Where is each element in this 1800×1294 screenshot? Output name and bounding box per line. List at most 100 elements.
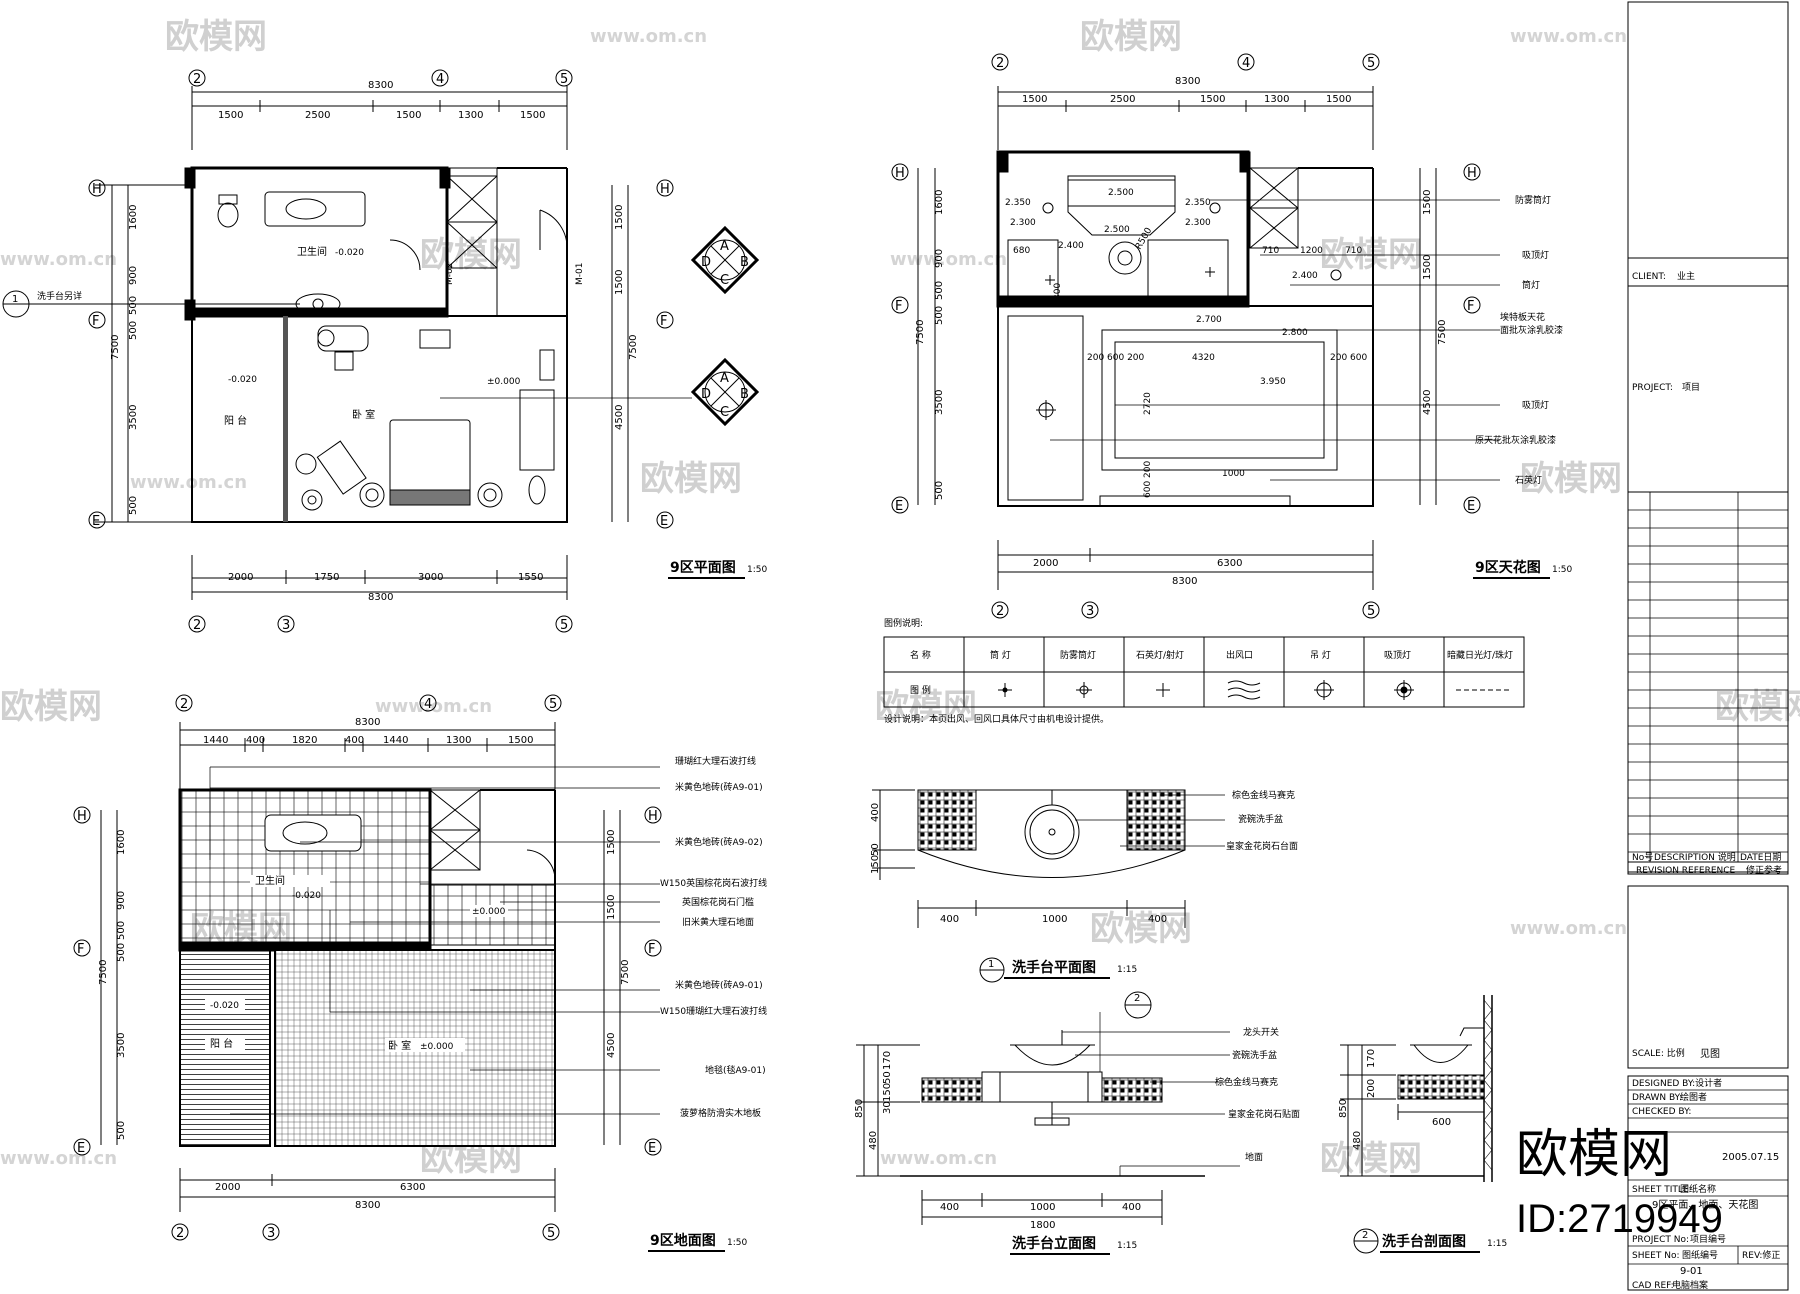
dim: 1500 xyxy=(508,735,533,746)
grid-bubble-E: E xyxy=(648,1141,656,1156)
dim-total-left: 7500 xyxy=(98,960,109,985)
drawing-title: 洗手台立面图 xyxy=(1012,1235,1096,1252)
tb-scale-label: SCALE: 比例 xyxy=(1632,1047,1685,1059)
dim: 400 xyxy=(1148,914,1167,925)
annotation: 吸顶灯 xyxy=(1522,400,1549,411)
dim: 1500 xyxy=(218,110,243,121)
sink-label: 地面 xyxy=(1245,1151,1263,1163)
legend-column: 吸顶灯 xyxy=(1384,650,1411,661)
level: 2.400 xyxy=(1292,271,1318,281)
watermark-logo: 欧模网 ID:2719949 xyxy=(1516,1126,1723,1241)
dim: 1000 xyxy=(1042,914,1067,925)
tb-sheet-no: 9-01 xyxy=(1680,1266,1703,1277)
level: 2.500 xyxy=(1108,188,1134,198)
tb-checked: CHECKED BY: xyxy=(1632,1107,1691,1117)
watermark-site: www.om.cn xyxy=(880,1148,997,1169)
dim: 200 600 200 xyxy=(1087,353,1145,363)
grid-bubble-3: 3 xyxy=(1086,604,1094,619)
grid-bubble-H: H xyxy=(648,809,658,824)
flooring-label: 旧米黄大理石地面 xyxy=(682,916,754,928)
door-tag: M-02 xyxy=(445,263,455,285)
tb-rev-date: DATE日期 xyxy=(1740,852,1781,863)
dim: 3000 xyxy=(418,572,443,583)
dim: 500 xyxy=(934,481,945,500)
title-block: CLIENT: 业主 PROJECT: 项目 No号 DESCRIPTION 说… xyxy=(1627,1,1789,1291)
drawing-scale: 1:50 xyxy=(747,565,767,575)
annotation: 防雾筒灯 xyxy=(1515,194,1551,206)
tb-project-label: PROJECT: xyxy=(1632,383,1673,393)
watermark-brand: 欧模网 xyxy=(640,459,742,499)
tb-drawn: DRAWN BY: xyxy=(1632,1093,1682,1103)
annotation: 埃特板天花 xyxy=(1500,311,1545,323)
flooring-label: 英国棕花岗石门槛 xyxy=(682,896,754,908)
dim-total-top: 8300 xyxy=(1175,76,1200,87)
watermark-id: ID:2719949 xyxy=(1516,1197,1723,1241)
dim: 600 xyxy=(1432,1117,1451,1128)
watermark-site: www.om.cn xyxy=(590,26,707,47)
watermark-brand: 欧模网 xyxy=(1090,909,1192,949)
legend-column: 暗藏日光灯/珠灯 xyxy=(1447,649,1513,661)
dim: 6300 xyxy=(400,1182,425,1193)
grid-bubble-H: H xyxy=(77,809,87,824)
flooring-label: 米黄色地砖(砖A9-01) xyxy=(675,979,763,991)
dim: 400 xyxy=(246,735,265,746)
tb-rev-no: No号 xyxy=(1632,852,1653,863)
dim: 1500 xyxy=(396,110,421,121)
dim: 500 xyxy=(128,296,139,315)
legend-column: 吊 灯 xyxy=(1310,650,1331,661)
grid-bubble-H: H xyxy=(895,166,905,181)
flooring-label: 米黄色地砖(砖A9-02) xyxy=(675,836,763,848)
tb-client-value: 业主 xyxy=(1677,270,1695,282)
watermark-site: www.om.cn xyxy=(130,472,247,493)
dim: 1600 xyxy=(128,205,139,230)
dim: 1500 xyxy=(1022,94,1047,105)
room-bath: 卫生间 xyxy=(297,245,327,258)
tb-project-no-value: 项目编号 xyxy=(1690,1233,1726,1245)
sink-label: 皇家金花岗石台面 xyxy=(1226,840,1298,852)
grid-bubble-2: 2 xyxy=(996,604,1004,619)
level: 3.950 xyxy=(1260,377,1286,387)
watermark-brand: 欧模网 xyxy=(1080,17,1182,57)
watermark-site: www.om.cn xyxy=(375,696,492,717)
dim: 3500 xyxy=(128,405,139,430)
dim: 1500 xyxy=(606,895,617,920)
annotation: 筒灯 xyxy=(1522,279,1540,291)
dim-total-right: 7500 xyxy=(1437,320,1448,345)
grid-bubble-4: 4 xyxy=(436,72,444,87)
ref-tag: 2 xyxy=(1362,1230,1368,1241)
ref-tag: 1 xyxy=(988,959,994,970)
room-bath: 卫生间 xyxy=(255,874,285,887)
watermark-brand: 欧模网 xyxy=(1520,459,1622,499)
dim: 300 xyxy=(1053,283,1063,300)
dim: 2000 xyxy=(1033,558,1058,569)
dim: 400 xyxy=(870,803,881,822)
dim: 1440 xyxy=(203,735,228,746)
tb-sheet-title-label: SHEET TITLE: xyxy=(1632,1185,1692,1195)
dim-total-bottom: 8300 xyxy=(355,1200,380,1211)
grid-bubble-E: E xyxy=(77,1141,85,1156)
grid-bubble-5: 5 xyxy=(549,697,557,712)
grid-bubble-F: F xyxy=(77,942,84,957)
grid-bubble-4: 4 xyxy=(424,697,432,712)
legend-column: 筒 灯 xyxy=(990,649,1011,661)
legend-note: 设计说明：本页出风、回风口具体尺寸由机电设计提供。 xyxy=(884,713,1109,725)
drawing-title: 9区地面图 xyxy=(650,1232,716,1249)
grid-bubble-E: E xyxy=(660,514,668,529)
dim: 680 xyxy=(1013,246,1030,256)
drawing-scale: 1:50 xyxy=(727,1238,747,1248)
dim: 3500 xyxy=(116,1033,127,1058)
dim: 1750 xyxy=(314,572,339,583)
dim: 2000 xyxy=(215,1182,240,1193)
tb-sheet-title: 9区平面、地面、天花图 xyxy=(1652,1198,1758,1211)
ceiling-plan-drawing: 8300 1500 2500 1500 1300 1500 2 4 5 7500… xyxy=(891,53,1572,619)
tb-sheet-no-value: 图纸编号 xyxy=(1682,1249,1718,1261)
watermark-site: www.om.cn xyxy=(0,249,117,270)
annotation: 面批灰涂乳胶漆 xyxy=(1500,324,1563,336)
drawing-scale: 1:15 xyxy=(1117,965,1137,975)
tb-date: 2005.07.15 xyxy=(1722,1152,1779,1163)
watermark-brand: 欧模网 xyxy=(420,235,522,275)
dim: 1000 xyxy=(1030,1202,1055,1213)
watermark-brand: 欧模网 xyxy=(1320,1139,1422,1179)
dim: 1500 xyxy=(614,205,625,230)
grid-bubble-5: 5 xyxy=(547,1226,555,1241)
